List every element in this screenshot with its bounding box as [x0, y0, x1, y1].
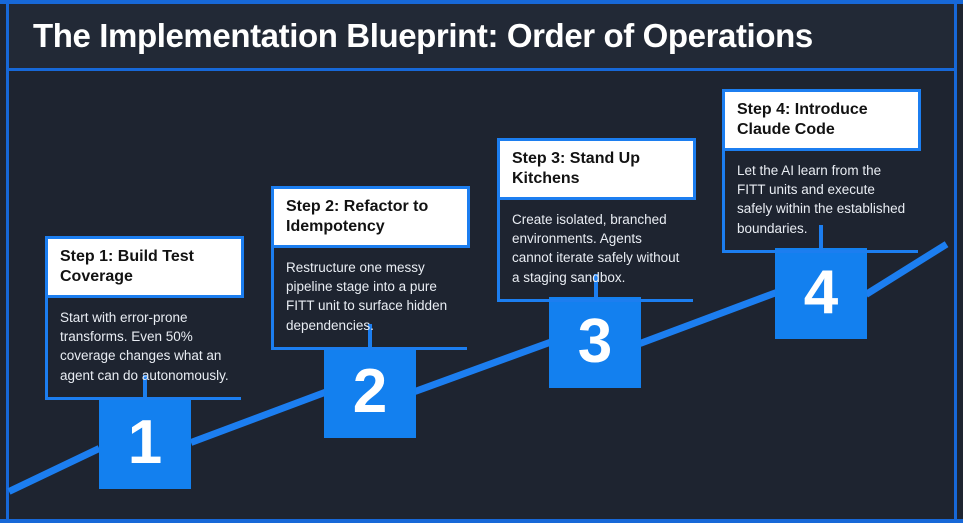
step-card-4-heading: Step 4: Introduce Claude Code	[722, 89, 921, 152]
stem-connector-1	[143, 375, 147, 400]
frame-left-border	[6, 0, 9, 523]
stem-connector-3	[594, 274, 598, 299]
frame-bottom-border	[0, 519, 963, 523]
step-number-label-1: 1	[127, 407, 163, 477]
step-number-box-1[interactable]: 1	[99, 398, 191, 489]
step-number-box-4[interactable]: 4	[775, 248, 867, 339]
page-title: The Implementation Blueprint: Order of O…	[33, 17, 813, 54]
step-card-3[interactable]: Step 3: Stand Up Kitchens Create isolate…	[497, 138, 696, 302]
step-card-2-body: Restructure one messy pipeline stage int…	[286, 260, 448, 333]
step-card-2-heading: Step 2: Refactor to Idempotency	[271, 186, 470, 249]
step-number-label-2: 2	[352, 356, 388, 426]
step-card-1-body: Start with error-prone transforms. Even …	[60, 310, 229, 383]
step-number-label-3: 3	[577, 306, 613, 376]
stair-segment-0	[7, 445, 101, 495]
title-bar: The Implementation Blueprint: Order of O…	[9, 4, 954, 68]
step-card-4-body: Let the AI learn from the FITT units and…	[737, 163, 906, 236]
step-card-1[interactable]: Step 1: Build Test Coverage Start with e…	[45, 236, 244, 400]
step-number-box-3[interactable]: 3	[549, 297, 641, 388]
step-card-3-heading: Step 3: Stand Up Kitchens	[497, 138, 696, 201]
step-card-3-body: Create isolated, branched environments. …	[512, 212, 680, 285]
step-card-1-heading: Step 1: Build Test Coverage	[45, 236, 244, 299]
step-card-2[interactable]: Step 2: Refactor to Idempotency Restruct…	[271, 186, 470, 350]
step-card-4[interactable]: Step 4: Introduce Claude Code Let the AI…	[722, 89, 921, 253]
step-number-label-4: 4	[803, 257, 839, 327]
frame-right-border	[954, 0, 957, 523]
step-number-box-2[interactable]: 2	[324, 347, 416, 438]
title-divider-rule	[6, 68, 956, 71]
stem-connector-4	[819, 225, 823, 250]
stem-connector-2	[368, 324, 372, 349]
